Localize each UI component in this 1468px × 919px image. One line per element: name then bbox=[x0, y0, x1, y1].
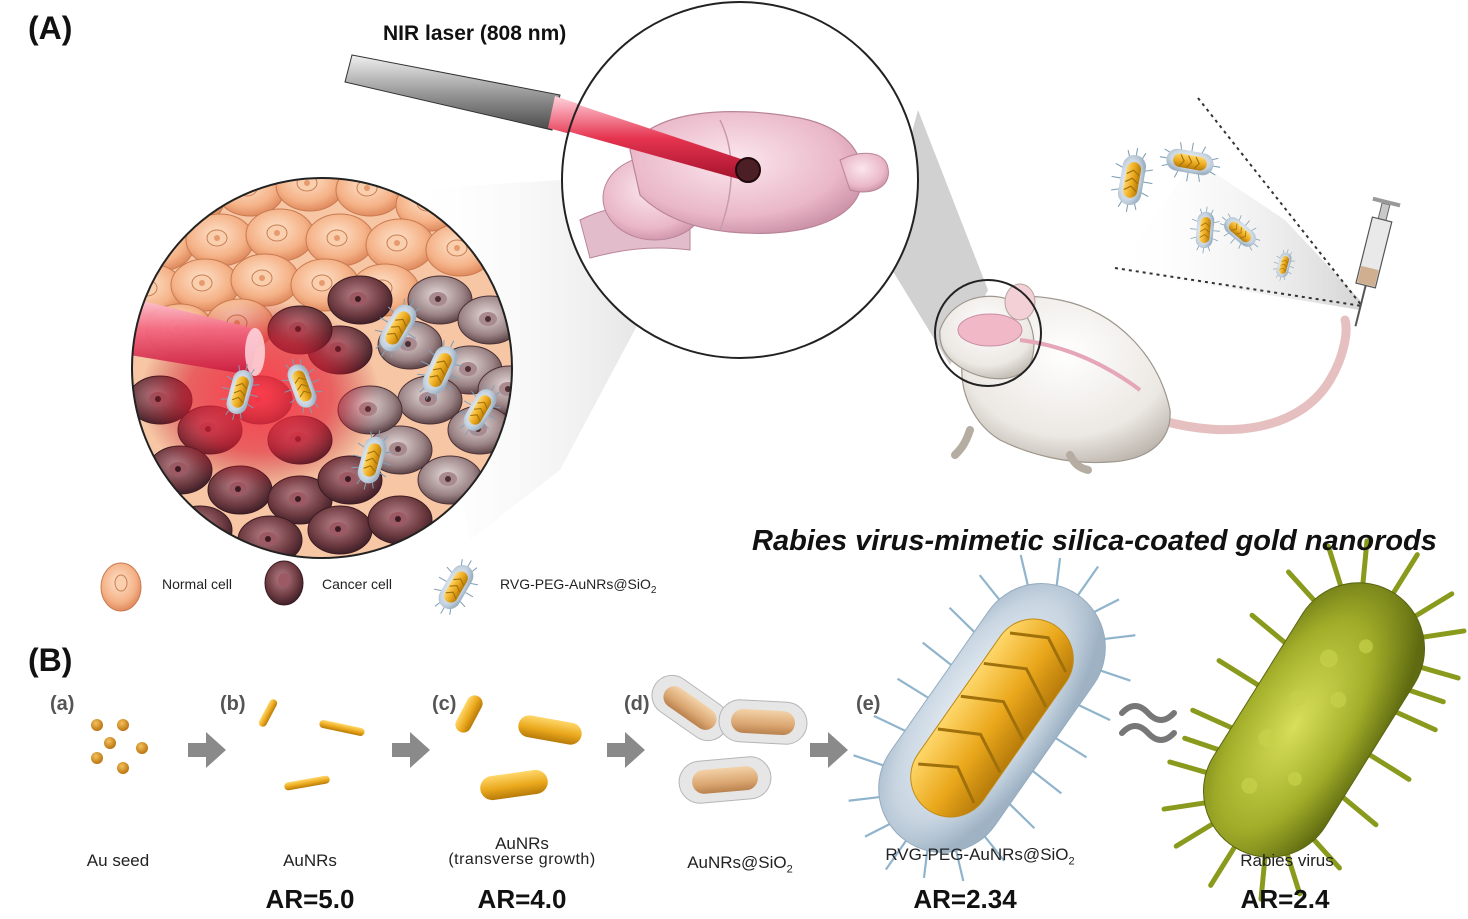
step-c-subtitle: (transverse growth) bbox=[448, 851, 596, 868]
legend-cancer-cell-label: Cancer cell bbox=[322, 576, 393, 592]
aunrs-thin-rods bbox=[258, 699, 365, 791]
step-d-letter: (d) bbox=[624, 693, 650, 715]
step-a-name: Au seed bbox=[86, 851, 150, 870]
figure-caption: Rabies virus-mimetic silica-coated gold … bbox=[752, 525, 1437, 557]
step-c-letter: (c) bbox=[432, 693, 457, 715]
process-arrows bbox=[188, 732, 848, 768]
laser-label: NIR laser (808 nm) bbox=[383, 22, 567, 45]
aunrs-thick-rods bbox=[455, 695, 582, 801]
step-e-letter: (e) bbox=[856, 693, 881, 715]
mouse-illustration bbox=[934, 279, 1351, 474]
step-e-name-sub: 2 bbox=[1068, 855, 1075, 868]
rabies-virus-illustration bbox=[1161, 538, 1467, 902]
step-d-name-prefix: AuNRs@SiO bbox=[687, 853, 787, 872]
step-b-name: AuNRs bbox=[283, 851, 337, 870]
legend-nanoparticle-sub: 2 bbox=[650, 584, 657, 596]
rvg-peg-aunrs-sio2-large bbox=[848, 554, 1136, 882]
step-d-name-sub: 2 bbox=[786, 863, 793, 876]
panel-a-label: (A) bbox=[28, 10, 73, 46]
legend-normal-cell-label: Normal cell bbox=[162, 576, 233, 592]
au-seed-particles bbox=[91, 719, 148, 774]
step-c-name: AuNRs bbox=[495, 834, 549, 853]
step-d-name: AuNRs@SiO2 bbox=[670, 853, 810, 875]
approx-symbol bbox=[1119, 703, 1177, 743]
normal-cell-icon bbox=[100, 562, 142, 612]
aunrs-sio2-particles bbox=[651, 674, 808, 804]
ar-value-rabies: AR=2.4 bbox=[1240, 884, 1330, 914]
tumor-tissue-zoom bbox=[131, 177, 513, 559]
panel-b-label: (B) bbox=[28, 642, 73, 678]
legend-icons bbox=[100, 550, 489, 624]
cancer-cell-icon bbox=[264, 560, 304, 606]
step-e-name-prefix: RVG-PEG-AuNRs@SiO bbox=[885, 845, 1069, 864]
ar-value-transverse: AR=4.0 bbox=[477, 884, 567, 914]
syringe-injection bbox=[1105, 97, 1401, 327]
ar-value-aunrs: AR=5.0 bbox=[265, 884, 355, 914]
brain-zoom bbox=[561, 1, 919, 359]
legend-nanoparticle-prefix: RVG-PEG-AuNRs@SiO bbox=[500, 576, 651, 592]
step-f-name: Rabies virus bbox=[1240, 851, 1334, 870]
ar-value-rvg: AR=2.34 bbox=[913, 884, 1017, 914]
step-b-letter: (b) bbox=[220, 693, 246, 715]
step-a-letter: (a) bbox=[50, 693, 75, 715]
step-e-name: RVG-PEG-AuNRs@SiO2 bbox=[870, 845, 1090, 867]
legend-nanoparticle-label: RVG-PEG-AuNRs@SiO2 bbox=[500, 576, 656, 596]
